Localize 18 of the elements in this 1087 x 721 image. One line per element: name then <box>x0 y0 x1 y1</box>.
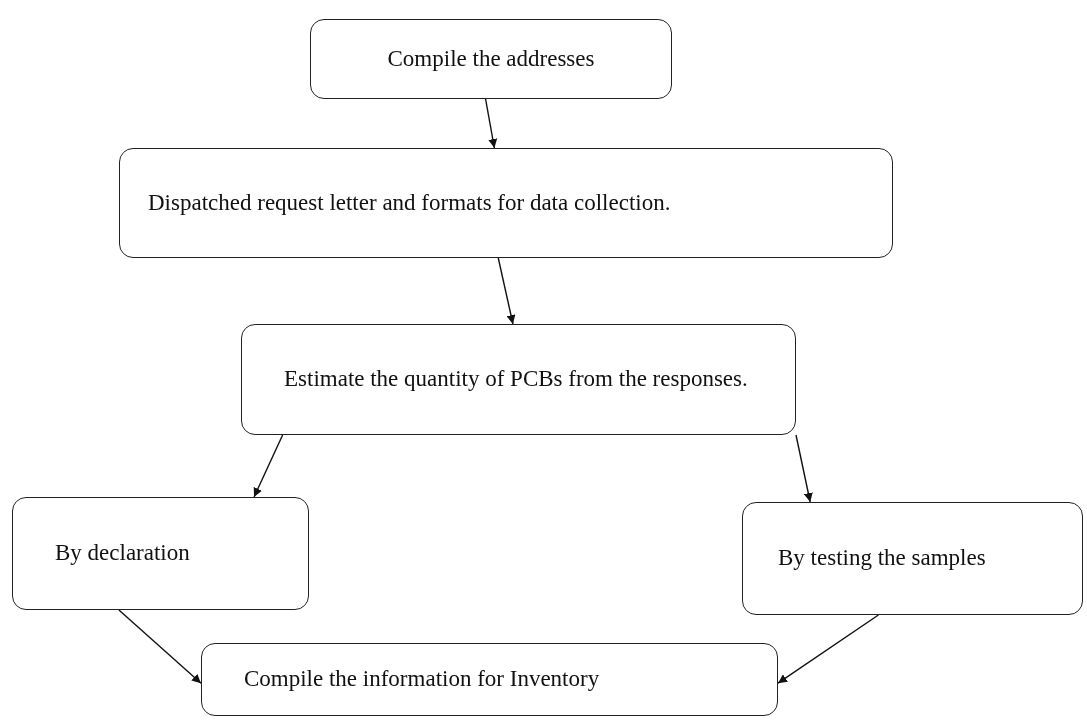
arrow <box>253 434 284 498</box>
process-box <box>241 324 796 435</box>
arrow <box>497 257 516 325</box>
box-text: Compile the addresses <box>387 44 595 73</box>
arrow <box>795 434 813 503</box>
arrow <box>118 609 202 684</box>
process-box <box>201 643 778 716</box>
box-text: Compile the information for Inventory <box>244 665 600 694</box>
process-box <box>12 497 309 610</box>
box-text: By testing the samples <box>778 544 986 573</box>
box-text: Estimate the quantity of PCBs from the responses. <box>284 365 748 394</box>
process-box <box>310 19 672 99</box>
process-box <box>119 148 893 258</box>
arrow <box>777 614 880 684</box>
box-text: Dispatched request letter and formats for data collection. <box>148 188 671 217</box>
box-text: By declaration <box>55 539 190 568</box>
arrow <box>484 98 498 149</box>
process-box <box>742 502 1083 615</box>
